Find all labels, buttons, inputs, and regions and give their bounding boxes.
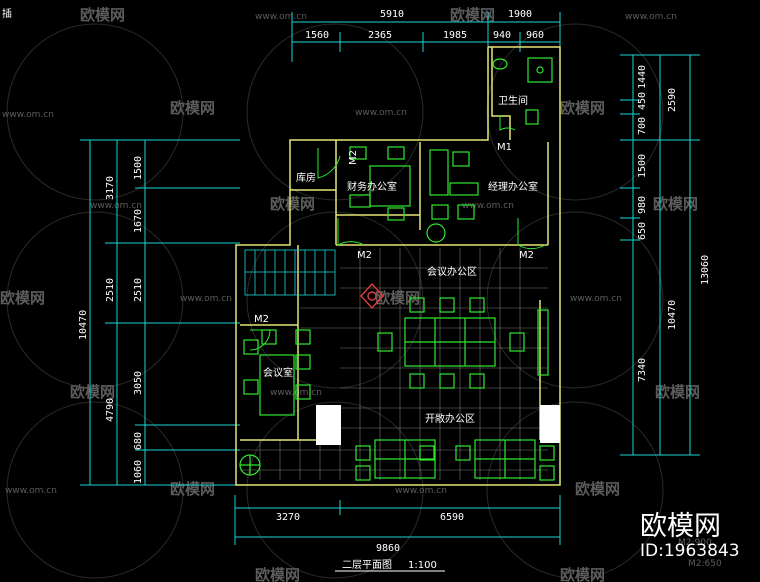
floor-grid: [240, 248, 548, 480]
dim-right-1440: 1440: [637, 65, 648, 89]
watermark-text: 欧模网: [170, 480, 215, 498]
dim-right-10470: 10470: [667, 300, 678, 330]
dim-left-3170: 3170: [105, 176, 116, 200]
watermark-text: 欧模网: [270, 195, 315, 213]
workstations: [355, 439, 555, 481]
staircase: [244, 249, 336, 296]
dim-left-1060: 1060: [133, 460, 144, 484]
dim-right-450: 450: [637, 92, 648, 110]
right-dimensions: 1440 450 700 1500 980 650 7340 2590 1047…: [620, 54, 711, 456]
watermark-url: www.om.cn: [625, 12, 677, 22]
bathroom-fixtures: [492, 57, 553, 125]
watermark-url: www.om.cn: [462, 201, 514, 211]
drawing-title: 二层平面图: [342, 559, 392, 571]
dim-top-seg-2: 2365: [368, 30, 392, 41]
brand-id: ID:1963843: [640, 541, 740, 561]
watermark-text: 欧模网: [575, 480, 620, 498]
watermark-text: 欧模网: [170, 99, 215, 117]
meeting-room-furniture: [239, 329, 311, 476]
room-label-bathroom: 卫生间: [498, 94, 528, 107]
watermark-text: 欧模网: [655, 383, 700, 401]
watermark-text: 欧模网: [560, 99, 605, 117]
watermark-text: 欧模网: [653, 195, 698, 213]
room-label-meeting-area: 会议办公区: [427, 265, 477, 278]
dim-right-7340: 7340: [637, 358, 648, 382]
left-dimensions: 1500 1670 2510 3050 680 1060 3170 2510 4…: [78, 139, 240, 486]
watermark-url: www.om.cn: [355, 108, 407, 118]
ghost-door-tag-2: M2:650: [688, 559, 722, 569]
room-label-manager: 经理办公室: [488, 180, 538, 193]
dim-top-seg-4: 940: [493, 30, 511, 41]
top-dimensions: 5910 1900 1560 2365 1985 940 960: [291, 9, 561, 62]
ghost-door-tag-1: M2:900: [678, 538, 712, 548]
dim-left-2510-inner: 2510: [133, 278, 144, 302]
dim-bottom-overall: 9860: [376, 543, 400, 554]
watermark-url: www.om.cn: [255, 12, 307, 22]
watermark-text: 欧模网: [70, 383, 115, 401]
watermark-url: www.om.cn: [90, 201, 142, 211]
watermark-text: 欧模网: [375, 289, 420, 307]
door-tag-m1: M1: [497, 142, 512, 153]
dim-right-650: 650: [637, 222, 648, 240]
dim-right-1500: 1500: [637, 154, 648, 178]
finance-furniture: [349, 146, 411, 221]
watermark-text: 欧模网: [0, 289, 45, 307]
dim-left-680: 680: [133, 432, 144, 450]
watermark-url: www.om.cn: [570, 294, 622, 304]
dim-left-1670: 1670: [133, 209, 144, 233]
drawing-scale: 1:100: [408, 560, 437, 571]
watermark-url: www.om.cn: [5, 486, 57, 496]
dim-right-overall: 13060: [700, 255, 711, 285]
watermark-text: 欧模网: [450, 6, 495, 24]
dim-right-2590: 2590: [667, 88, 678, 112]
door-tag-m2: M2: [357, 250, 372, 261]
bottom-dimensions: 3270 6590 9860: [234, 495, 561, 554]
watermark-text: 欧模网: [560, 566, 605, 582]
dim-right-980: 980: [637, 196, 648, 214]
watermark-url: www.om.cn: [180, 294, 232, 304]
room-label-open-office: 开敞办公区: [425, 412, 475, 425]
red-marker-symbol: [360, 282, 384, 310]
watermark-text: 欧模网: [80, 6, 125, 24]
dim-left-overall: 10470: [78, 310, 89, 340]
dim-bottom-6590: 6590: [440, 512, 464, 523]
dim-top-overall-b: 1900: [508, 9, 532, 20]
dim-bottom-3270: 3270: [276, 512, 300, 523]
dim-left-2510-mid: 2510: [105, 278, 116, 302]
brand-watermark: 欧模网: [640, 511, 721, 542]
watermark-url: www.om.cn: [2, 110, 54, 120]
door-tag-m2: M2: [254, 314, 269, 325]
dim-top-overall-a: 5910: [380, 9, 404, 20]
dim-right-700: 700: [637, 117, 648, 135]
dim-left-4790: 4790: [105, 398, 116, 422]
columns: [316, 405, 560, 445]
room-label-finance: 财务办公室: [347, 180, 397, 193]
dim-top-seg-1: 1560: [305, 30, 329, 41]
room-label-storage: 库房: [296, 171, 316, 184]
manager-furniture: [426, 149, 479, 243]
dim-top-seg-5: 960: [526, 30, 544, 41]
dim-left-1500: 1500: [133, 156, 144, 180]
watermark-text: 欧模网: [255, 566, 300, 582]
conference-furniture: [377, 297, 549, 389]
watermark-url: www.om.cn: [395, 486, 447, 496]
watermark-layer: 欧模网 www.om.cn 欧模网 www.om.cn www.om.cn 欧模…: [0, 6, 700, 582]
door-tag-m2: M2: [519, 250, 534, 261]
room-label-meeting-room: 会议室: [263, 366, 293, 379]
dim-left-3050: 3050: [133, 371, 144, 395]
dim-top-seg-3: 1985: [443, 30, 467, 41]
door-tag-m2: M2: [348, 150, 359, 165]
corner-text: 插: [2, 7, 12, 20]
